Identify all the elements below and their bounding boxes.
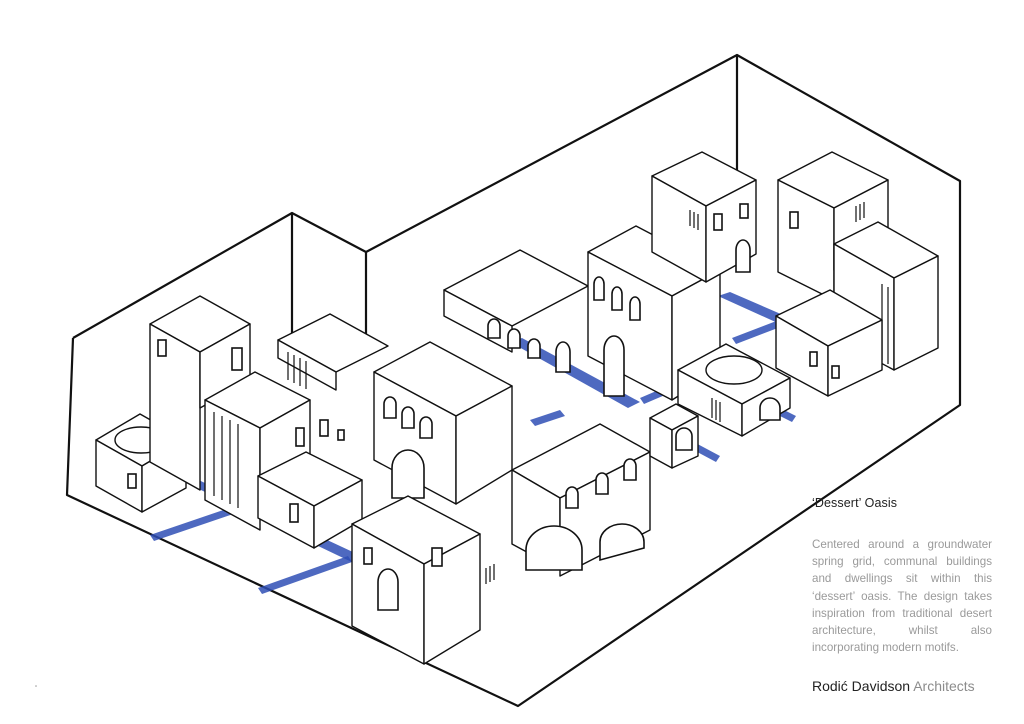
building-left-slatted [204,371,311,531]
building-left-tower [149,295,251,491]
building-central-arcade [511,423,651,577]
caption-body: Centered around a groundwater spring gri… [812,538,992,655]
firm-credit: Rodić Davidson Architects [812,678,1012,694]
firm-role: Architects [913,678,975,694]
caption-panel: ‘Dessert’ Oasis Centered around a ground… [812,496,992,656]
building-back-terrace [443,249,589,373]
building-far-right-stack [775,151,939,397]
building-left-lower [257,419,363,549]
drawing-mark [35,685,37,687]
building-front-block [351,495,495,665]
caption-title: ‘Dessert’ Oasis [812,496,898,510]
building-central-arched [373,341,513,505]
building-back-right-tower [651,151,757,283]
building-pergola [277,313,389,391]
building-arched-connector [649,403,699,469]
building-right-courtyard [677,343,791,437]
firm-name: Rodić Davidson [812,678,911,694]
